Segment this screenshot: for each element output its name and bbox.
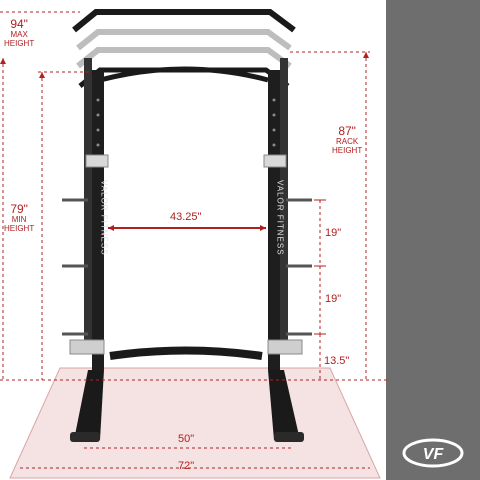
gray-side-panel: [386, 0, 480, 480]
spacing-lower-label: 19": [325, 293, 342, 305]
base-foot-right: [268, 370, 300, 440]
min-height-label: 79" MIN HEIGHT: [4, 202, 35, 234]
bottom-crossmember: [109, 346, 263, 360]
upright-left-front: [92, 70, 104, 370]
max-height-caption-2: HEIGHT: [4, 39, 35, 48]
weight-pegs: [62, 198, 312, 336]
foot-pad-left: [70, 432, 100, 442]
upright-brand-right: VALOR FITNESS: [276, 180, 285, 256]
upright-right-front: [268, 70, 280, 370]
top-arch: [99, 66, 269, 83]
j-hook-left: [85, 154, 109, 168]
max-height-value: 94": [10, 17, 28, 31]
svg-text:VF: VF: [423, 446, 445, 463]
upright-left-rear: [84, 58, 92, 348]
base-width-label: 50": [178, 433, 195, 445]
dimension-lines: [0, 11, 390, 469]
rack-height-value: 87": [338, 124, 356, 138]
j-hook-right: [263, 154, 287, 168]
dimension-arrowheads: [0, 52, 369, 231]
rack-height-caption-2: HEIGHT: [332, 146, 363, 155]
inner-width-label: 43.25": [170, 211, 202, 223]
foot-pad-right: [274, 432, 304, 442]
spotter-right: [267, 339, 303, 355]
min-height-caption-1: MIN: [11, 215, 27, 224]
max-height-label: 94" MAX HEIGHT: [4, 18, 34, 48]
upright-brand-left: VALOR FITNESS: [100, 180, 109, 256]
min-height-caption-2: HEIGHT: [4, 224, 35, 233]
upright-holes: [96, 98, 276, 162]
upright-right-rear: [280, 58, 288, 348]
floor-footprint: [9, 367, 381, 479]
min-height-value: 79": [10, 202, 28, 216]
pullup-bar-top: [72, 9, 296, 33]
rack-height-label: 87" RACK HEIGHT: [332, 124, 363, 156]
rack-height-caption-1: RACK: [336, 137, 359, 146]
footprint-width-label: 72": [178, 460, 195, 472]
max-height-caption-1: MAX: [10, 30, 28, 39]
spotter-left: [69, 339, 105, 355]
spacing-upper-label: 19": [325, 227, 342, 239]
bottom-height-label: 13.5": [324, 355, 350, 367]
vf-logo: VF: [402, 438, 464, 468]
pullup-bar-ghosts: [76, 29, 292, 69]
base-foot-left: [74, 370, 104, 440]
